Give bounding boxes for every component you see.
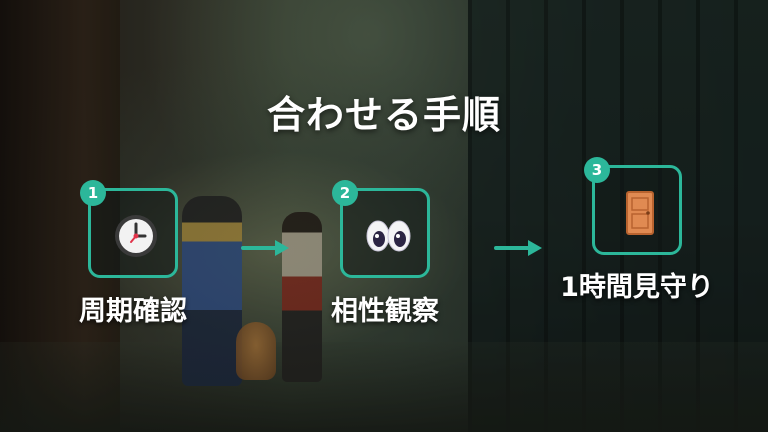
step-1: 1 [80,180,178,278]
step-3-label: 1時間見守り [560,272,714,303]
step-2-label: 相性観察 [331,296,439,327]
step-3-badge: 3 [584,157,610,183]
step-1-badge: 1 [80,180,106,206]
step-2-card [340,188,430,278]
step-1-label: 周期確認 [79,296,187,327]
door-icon [615,188,665,238]
step-3-card [592,165,682,255]
step-3: 3 [584,157,682,255]
step-2-badge: 2 [332,180,358,206]
eyes-icon [363,211,413,261]
person-figure [182,196,242,386]
arrow-right-icon [494,238,542,258]
arrow-right-icon [241,238,289,258]
ground [0,342,768,432]
step-1-card [88,188,178,278]
clock-icon [111,211,161,261]
slide-title: 合わせる手順 [266,93,501,137]
dog-figure [236,322,276,380]
step-2: 2 [332,180,430,278]
